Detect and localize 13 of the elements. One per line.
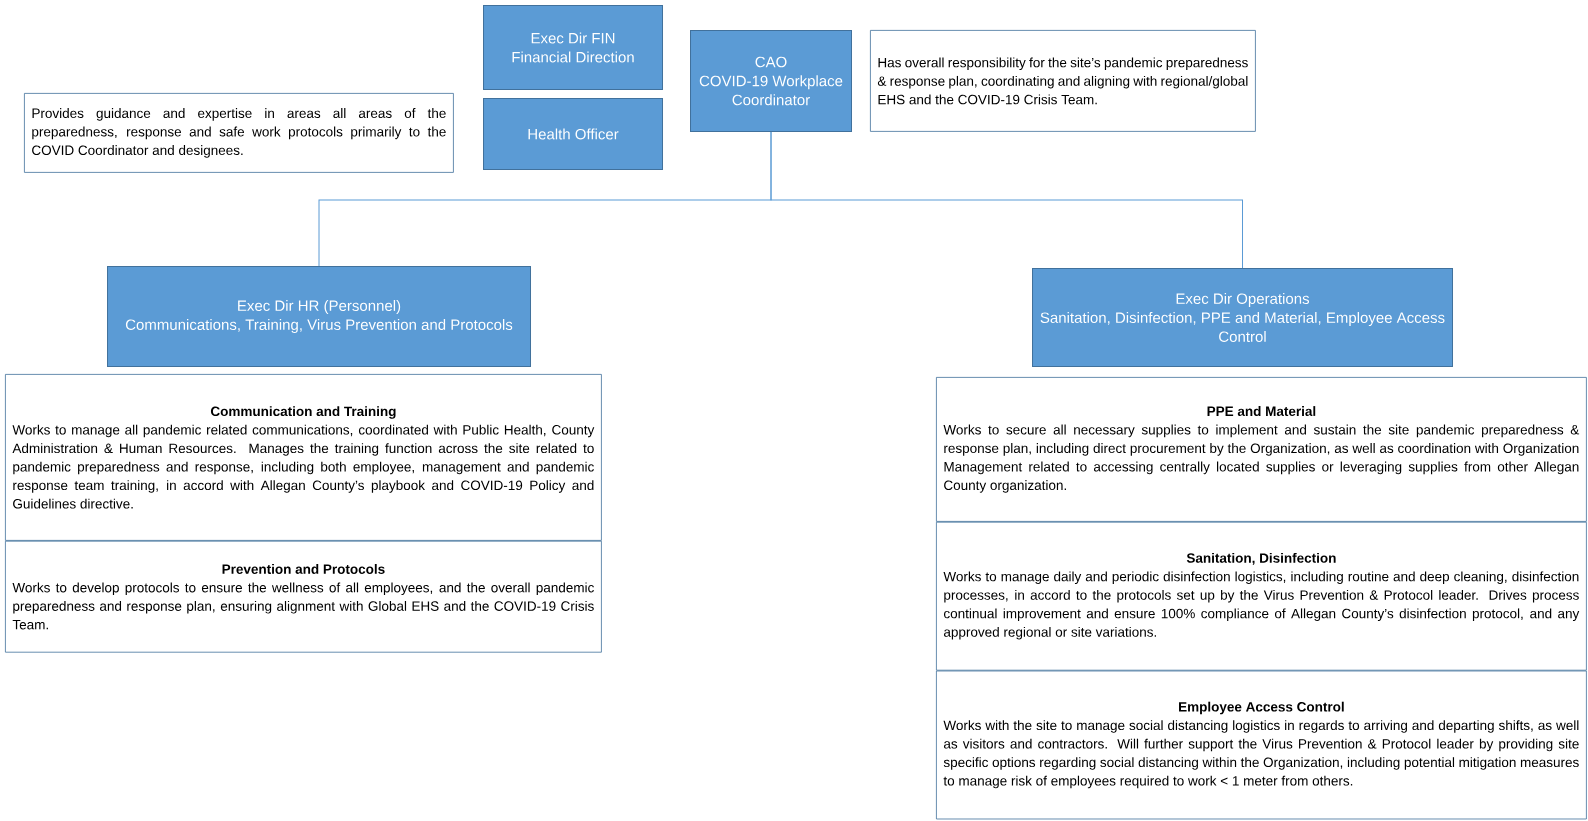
description-box: Prevention and Protocols Works to develop protocols to ensure the wellness of all employees, and the overall pandemic preparedness and response plan, ensuring alignment with Global EHS and the COVID-19 Crisis Team. — [5, 540, 602, 653]
description-box: Employee Access Control Works with the site to manage social distancing logistics in regards to arriving and departing shifts, as well as visitors and contractors. Will further support the Virus Prevention & Protocol leader by providing site specific options regarding social distancing within the Organization, including potential mitigation measures to manage risk of employees required to work < 1 meter from others. — [936, 670, 1587, 820]
description-box: Communication and Training Works to manage all pandemic related communications, coordinated with Public Health, County Administration & Human Resources. Manages the training function across the site related to pandemic preparedness and response, including both employee, management and pandemic response team training, in accord with Allegan County’s playbook and COVID-19 Policy and Guidelines directive. — [5, 374, 602, 541]
role-box: Exec Dir Operations Sanitation, Disinfection, PPE and Material, Employee Access Control — [1032, 268, 1453, 367]
role-box: CAO COVID-19 Workplace Coordinator — [690, 30, 852, 132]
note-box: Provides guidance and expertise in areas all areas of the preparedness, response and safe work protocols primarily to the COVID Coordinator and designees. — [24, 93, 454, 173]
description-box: PPE and Material Works to secure all necessary supplies to implement and sustain the site pandemic preparedness & response plan, including direct procurement by the Organization, as well as coordination with Organization Management related to accessing centrally located supplies or leveraging supplies from other Allegan County organization. — [936, 377, 1587, 522]
connector — [770, 131, 1243, 269]
note-box: Has overall responsibility for the site’s pandemic preparedness & response plan, coordinating and aligning with regional/global EHS and the COVID-19 Crisis Team. — [870, 30, 1256, 132]
role-box: Exec Dir FIN Financial Direction — [483, 5, 663, 90]
description-box: Sanitation, Disinfection Works to manage daily and periodic disinfection logistics, including routine and deep cleaning, disinfection processes, in accord to the protocols set up by the Virus Prevention & Protocol leader. Drives process continual improvement and ensure 100% compliance of Allegan County’s disinfection protocol, and any approved regional or site variations. — [936, 521, 1587, 671]
role-box: Exec Dir HR (Personnel) Communications, Training, Virus Prevention and Protocols — [107, 266, 531, 367]
role-box: Health Officer — [483, 98, 663, 170]
